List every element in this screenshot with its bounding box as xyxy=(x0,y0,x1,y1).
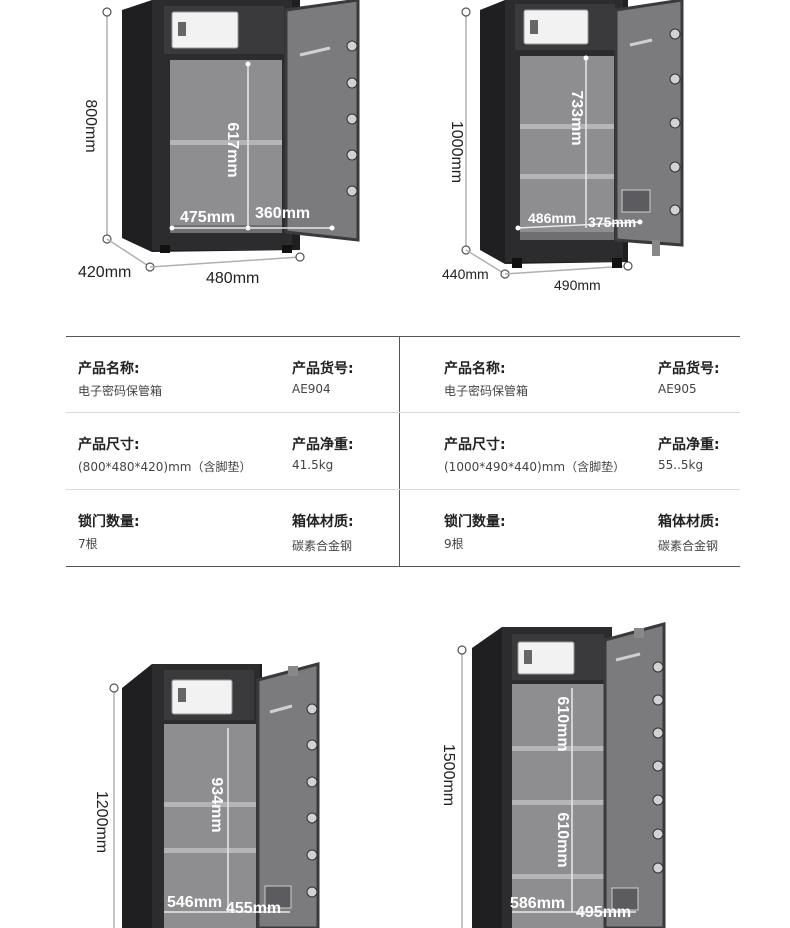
right-bolts-value: 9根 xyxy=(444,537,464,551)
safe2-height-label: 1000mm xyxy=(448,121,465,183)
right-code-label: 产品货号: xyxy=(658,361,720,377)
left-code-value: AE904 xyxy=(292,382,331,396)
safe2-door-width-label: 375mm xyxy=(588,214,636,230)
safe3-height-label: 1200mm xyxy=(93,791,110,853)
safe2-depth-label: 440mm xyxy=(442,266,489,282)
right-code-value: AE905 xyxy=(658,382,697,396)
table-top-border xyxy=(66,336,740,337)
right-size-value: (1000*490*440)mm（含脚垫） xyxy=(444,460,626,474)
safe4-height-label: 1500mm xyxy=(440,744,457,806)
safe2-inner-width-label: 486mm xyxy=(528,210,576,226)
left-material-label: 箱体材质: xyxy=(292,514,354,530)
right-name-value: 电子密码保管箱 xyxy=(444,384,529,398)
table-row-divider-2 xyxy=(66,489,740,490)
table-center-divider xyxy=(399,336,400,566)
left-weight-label: 产品净重: xyxy=(292,437,354,453)
safe1-height-label: 800mm xyxy=(82,99,99,152)
table-bottom-border xyxy=(66,566,740,567)
safe4-inner-width-label: 586mm xyxy=(510,895,565,912)
safe1-inner-width-label: 475mm xyxy=(180,209,235,226)
safe4-door-width-label: 495mm xyxy=(576,904,631,921)
left-bolts-value: 7根 xyxy=(78,537,98,551)
left-weight-value: 41.5kg xyxy=(292,458,334,472)
right-material-value: 碳素合金钢 xyxy=(658,539,719,553)
left-size-label: 产品尺寸: xyxy=(78,437,140,453)
left-code-label: 产品货号: xyxy=(292,361,354,377)
right-size-label: 产品尺寸: xyxy=(444,437,506,453)
safe1-inner-height-label: 617mm xyxy=(224,122,241,177)
left-name-value: 电子密码保管箱 xyxy=(78,384,163,398)
safe3-inner-height-label: 934mm xyxy=(208,777,225,832)
safe3-inner-width-label: 546mm xyxy=(167,894,222,911)
table-row-divider-1 xyxy=(66,412,740,413)
safe1-width-label: 480mm xyxy=(206,270,259,287)
safe1-door-width-label: 360mm xyxy=(255,205,310,222)
right-weight-value: 55..5kg xyxy=(658,458,704,472)
left-bolts-label: 锁门数量: xyxy=(78,514,140,530)
left-size-value: (800*480*420)mm（含脚垫） xyxy=(78,460,252,474)
safe4-inner-height-bottom-label: 610mm xyxy=(554,812,571,867)
right-name-label: 产品名称: xyxy=(444,361,506,377)
right-material-label: 箱体材质: xyxy=(658,514,720,530)
right-weight-label: 产品净重: xyxy=(658,437,720,453)
right-bolts-label: 锁门数量: xyxy=(444,514,506,530)
safe4-inner-height-top-label: 610mm xyxy=(554,696,571,751)
left-material-value: 碳素合金钢 xyxy=(292,539,353,553)
left-name-label: 产品名称: xyxy=(78,361,140,377)
safe1-depth-label: 420mm xyxy=(78,264,131,281)
safe2-width-label: 490mm xyxy=(554,277,601,293)
safe3-door-width-label: 455mm xyxy=(226,900,281,917)
safe2-inner-height-label: 733mm xyxy=(568,90,585,145)
